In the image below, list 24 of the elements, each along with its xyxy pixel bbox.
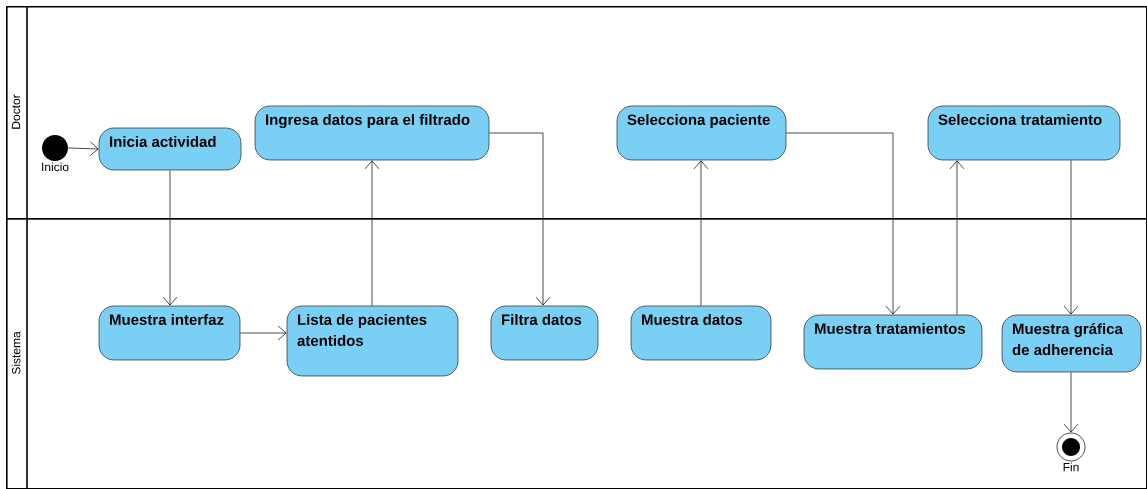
- arrow: [67, 141, 99, 157]
- action-box: Muestra tratamientos: [803, 314, 983, 370]
- arrow: [949, 160, 965, 315]
- node-caption: Fin: [1063, 462, 1079, 472]
- action-box: Selecciona paciente: [616, 105, 787, 161]
- action-box: Muestra datos: [630, 305, 772, 361]
- arrow: [1063, 160, 1079, 315]
- arrow: [364, 160, 380, 306]
- start-node: [42, 135, 68, 161]
- action-box: Filtra datos: [490, 305, 599, 361]
- arrow: [240, 325, 287, 341]
- arrow: [693, 160, 709, 306]
- arrow: [1063, 372, 1079, 433]
- arrow: [786, 132, 901, 315]
- action-box: Muestra interfaz: [98, 305, 241, 361]
- action-box: Ingresa datos para el filtrado: [254, 105, 490, 161]
- node-caption: Inicio: [42, 162, 69, 172]
- action-box: Lista de pacientes atentidos: [286, 305, 459, 377]
- action-box: Selecciona tratamiento: [927, 105, 1121, 161]
- action-box: Muestra gráfica de adherencia: [1001, 314, 1142, 373]
- action-box: Inicia actividad: [98, 127, 242, 171]
- arrow: [489, 132, 551, 306]
- arrow: [162, 170, 178, 306]
- end-node: [1056, 432, 1086, 462]
